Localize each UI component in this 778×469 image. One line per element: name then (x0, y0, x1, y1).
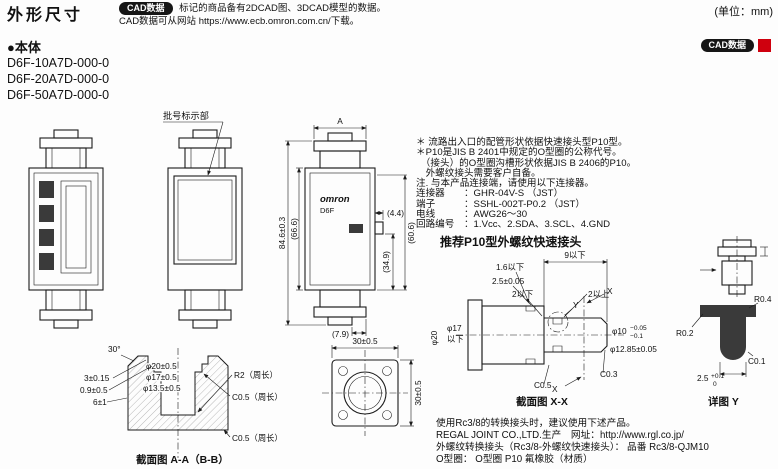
dim-label: 2.5 (697, 373, 709, 383)
dim-label: φ13.5±0.5 (143, 383, 181, 393)
unit-note: (单位：mm) (714, 6, 773, 18)
dim-label: (34.9) (381, 251, 391, 273)
dim-label: 0 (713, 381, 717, 388)
cad-note-line2: CAD数据可从网站 https://www.ecb.omron.com.cn/下… (119, 15, 360, 27)
view-side: omron D6F A 84.6±0.3 (66.6) (4.4) (60.6) (277, 116, 416, 339)
dim-label: R2（周长） (234, 370, 278, 380)
cad-note-line1: 标记的商品备有2DCAD图、3DCAD模型的数据。 (179, 3, 387, 15)
section-mark: X (552, 384, 558, 394)
device-model-label: D6F (320, 206, 335, 215)
note-line: 回路编号 ：1.Vcc、2.SDA、3.SCL、4.GND (416, 219, 611, 231)
view-front: 批号标示部 (163, 110, 243, 329)
dim-label: (66.6) (289, 218, 299, 240)
footer-note: 使用Rc3/8的转换接头时，建议使用下述产品。 REGAL JOINT CO.,… (436, 418, 778, 466)
model-number: D6F-20A7D-000-0 (7, 72, 110, 86)
dim-label: R0.4 (754, 294, 772, 304)
dim-label: C0.1 (748, 356, 766, 366)
detail-y-shape (700, 305, 756, 360)
dim-label: 6±1 (93, 397, 107, 407)
dim-label: φ10 (612, 326, 627, 336)
dim-label: −0.05 (630, 325, 647, 332)
dim-label: φ12.85±0.05 (610, 344, 657, 354)
note-line: 端子 ：SSHL-002T-P0.2 （JST） (416, 198, 585, 210)
dim-label: −0.1 (630, 333, 643, 340)
cad-note: CAD数据 标记的商品备有2DCAD图、3DCAD模型的数据。 CAD数据可从网… (119, 2, 386, 28)
dim-label: 2.5±0.05 (492, 276, 525, 286)
note-line: （接头）的O型圈沟槽形状依据JIS B 2406的P10。 (416, 157, 637, 169)
footer-line: REGAL JOINT CO.,LTD.生产 网址：http://www.rgl… (436, 429, 684, 441)
view-rear (28, 129, 104, 329)
dim-label: 1.6以下 (496, 262, 524, 272)
dim-label: φ20 (429, 330, 439, 345)
dim-label: 30±0.5 (352, 336, 378, 346)
dim-label: (60.6) (406, 222, 416, 244)
section-title: ●本体 (7, 40, 41, 55)
dim-label: R0.2 (676, 328, 694, 338)
red-corner-marker (758, 39, 771, 52)
cad-data-badge: CAD数据 (119, 2, 173, 15)
section-aa-drawing: 30° φ20±0.5 φ17±0.5 φ13.5±0.5 R2（周长） C0.… (80, 336, 423, 466)
dim-label: C0.5（周长） (232, 433, 283, 443)
dim-label: 2以上 (588, 289, 609, 299)
dim-label: 30° (108, 344, 121, 354)
p10-side-view (700, 236, 768, 299)
dim-label: φ20±0.5 (146, 361, 177, 371)
dim-label: 9以下 (564, 250, 585, 260)
notes-block: ＊ 流路出入口的配管形状依据快速接头型P10型。 ＊P10是JIS B 2401… (416, 137, 776, 231)
dim-label: A (337, 116, 343, 126)
p10-joint-drawing: 9以下 1.6以下 2.5±0.05 2以下 2以上 φ17 以下 φ20 φ1… (429, 236, 772, 408)
footer-line: O型圈： O型圈 P10 氟橡胶（材质） (436, 453, 593, 465)
dim-label: 2以下 (512, 289, 533, 299)
dim-label: (7.9) (332, 329, 349, 339)
p10-heading: 推荐P10型外螺纹快速接头 (440, 235, 582, 249)
section-cad-badge-group: CAD数据 (700, 39, 771, 52)
cad-note-row1: CAD数据 标记的商品备有2DCAD图、3DCAD模型的数据。 (119, 2, 386, 16)
caption-xx: 截面图 X-X (516, 395, 568, 408)
detail-mark: Y (573, 300, 579, 310)
dim-label: φ17 (447, 323, 462, 333)
model-number: D6F-50A7D-000-0 (7, 88, 110, 102)
model-number: D6F-10A7D-000-0 (7, 56, 110, 70)
cad-data-badge: CAD数据 (700, 39, 754, 52)
model-list: D6F-10A7D-000-0 D6F-20A7D-000-0 D6F-50A7… (7, 55, 109, 103)
note-line: 连接器 ：GHR-04V-S （JST） (416, 188, 564, 200)
dim-label: 以下 (447, 334, 464, 344)
dim-label: +0.1 (711, 373, 724, 380)
footer-line: 外螺纹转换接头（Rc3/8-外螺纹快速接头）： 品番 Rc3/8-QJM10 (436, 441, 709, 453)
dim-label: 3±0.15 (84, 373, 110, 383)
note-line: 注. 与本产品连接端，请使用以下连接器。 (416, 178, 595, 190)
note-line: 外螺纹接头需要客户自备。 (416, 167, 541, 179)
footer-line: 使用Rc3/8的转换接头时，建议使用下述产品。 (436, 418, 636, 429)
dim-label: 0.9±0.5 (80, 385, 108, 395)
batch-label: 批号标示部 (163, 110, 209, 121)
note-line: ＊ 流路出入口的配管形状依据快速接头型P10型。 (416, 137, 628, 148)
caption-y: 详图 Y (708, 395, 739, 408)
note-line: 电线 ：AWG26～30 (416, 209, 528, 221)
dim-label: φ17±0.5 (146, 372, 177, 382)
connector-icon (349, 224, 363, 233)
caption-aa: 截面图 A-A（B-B） (136, 453, 229, 466)
dim-label: C0.5 (534, 380, 552, 390)
dim-label: 84.6±0.3 (277, 217, 287, 250)
note-line: ＊P10是JIS B 2401中规定的O型圈的公称代号。 (416, 147, 622, 159)
brand-logo: omron (320, 194, 350, 205)
dim-label: (4.4) (387, 208, 404, 218)
section-mark: X (607, 286, 613, 296)
dim-label: C0.3 (600, 369, 618, 379)
dim-label: C0.5（周长） (232, 392, 283, 402)
dim-label: 30±0.5 (413, 380, 423, 406)
page-title: 外形尺寸 (7, 7, 84, 24)
